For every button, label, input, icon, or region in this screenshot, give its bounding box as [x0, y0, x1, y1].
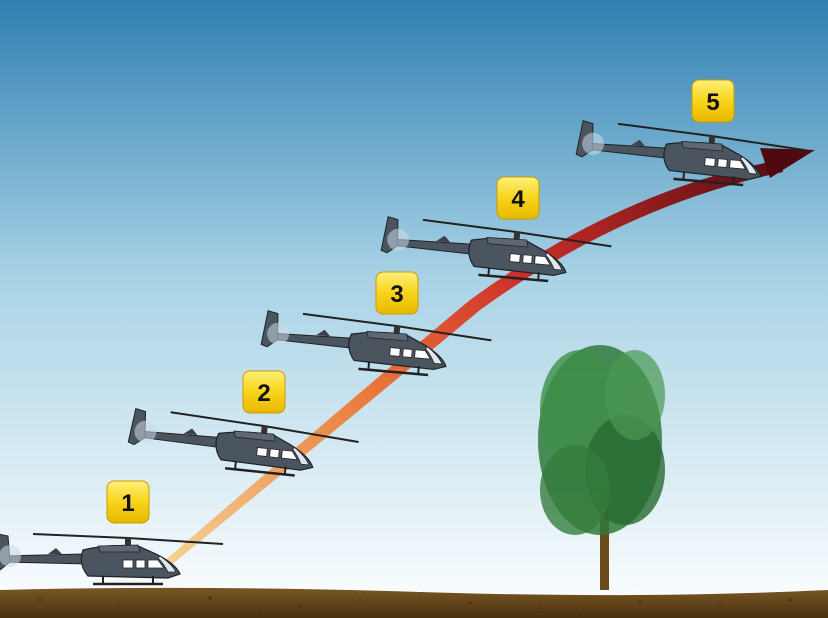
step-badge-1: 1: [106, 480, 150, 524]
step-badge-2: 2: [242, 370, 286, 414]
flight-path-arrow: [760, 148, 815, 178]
step-label: 3: [390, 281, 403, 308]
ground: [0, 587, 828, 618]
step-badge-5: 5: [691, 79, 735, 123]
step-badge-3: 3: [375, 271, 419, 315]
ground-pebbles: [38, 596, 792, 615]
step-badge-4: 4: [496, 176, 540, 220]
step-label: 4: [511, 186, 525, 213]
tree-icon: [538, 345, 665, 590]
step-label: 5: [706, 89, 719, 116]
step-label: 2: [257, 380, 270, 407]
step-label: 1: [121, 490, 134, 517]
